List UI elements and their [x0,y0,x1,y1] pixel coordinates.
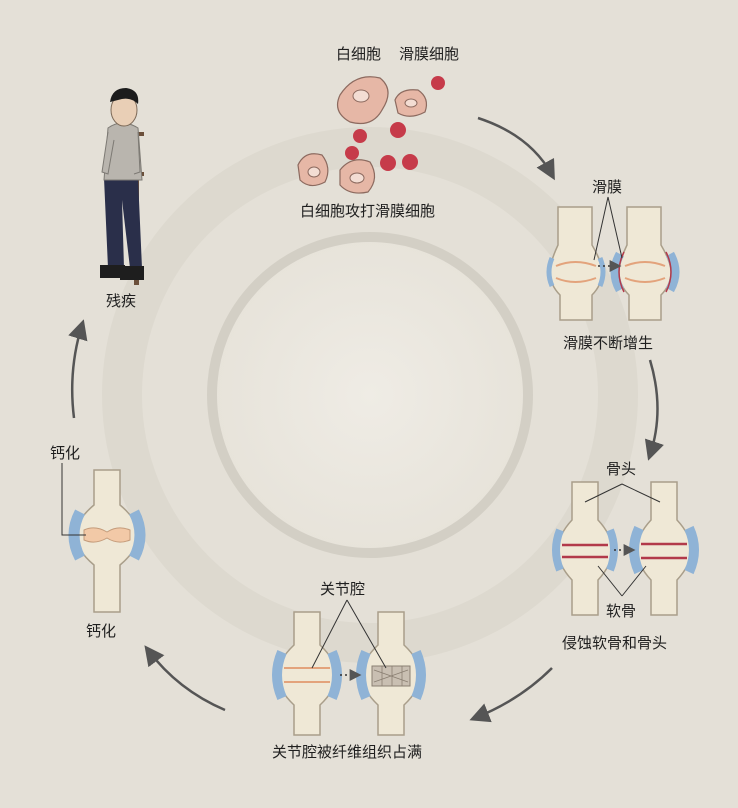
bone-pointer-lines [584,483,661,503]
white-cell [402,154,418,170]
arrow-synovium-to-erosion [644,359,664,461]
fibrosis-joint-before [272,611,342,736]
arrow-fibrosis-to-calcification [144,645,226,712]
white-cell [390,122,406,138]
calcification-pointer-line [61,463,86,536]
outer-ring [102,127,638,663]
trousers [104,178,142,268]
synovium-pointer-label: 滑膜 [592,178,623,196]
joint-space-label: 关节腔 [320,580,366,598]
white-cell [380,155,396,171]
cartilage-pointer-lines [597,565,647,597]
joint-space-pointer-lines [311,599,387,669]
synovial-cell-label: 滑膜细胞 [399,45,460,63]
synovium-pointer-lines [593,196,623,261]
erosion-caption: 侵蚀软骨和骨头 [562,634,668,652]
cartilage-label: 软骨 [606,602,637,620]
synovium-caption: 滑膜不断增生 [563,334,654,352]
center-disc [207,232,533,558]
arrow-calcification-to-disability [68,319,88,419]
white-cell [431,76,445,90]
synovium-joint-after [610,206,680,321]
white-cell [345,146,359,160]
disabled-person-illustration [100,88,144,285]
disability-caption: 残疾 [106,292,137,310]
white-cell-label: 白细胞 [336,45,382,63]
arrow-erosion-to-fibrosis [469,667,553,723]
bone-label: 骨头 [606,460,637,478]
fibrosis-caption: 关节腔被纤维组织占满 [272,743,423,761]
erosion-joint-after [629,481,699,616]
synovium-joint-before [546,206,606,321]
white-cell [353,129,367,143]
calcification-caption: 钙化 [86,622,117,640]
arrow-cells-to-synovium [477,116,555,181]
cells-caption: 白细胞攻打滑膜细胞 [300,202,436,220]
calcification-pointer-label: 钙化 [50,444,81,462]
cells-illustration [297,76,445,194]
